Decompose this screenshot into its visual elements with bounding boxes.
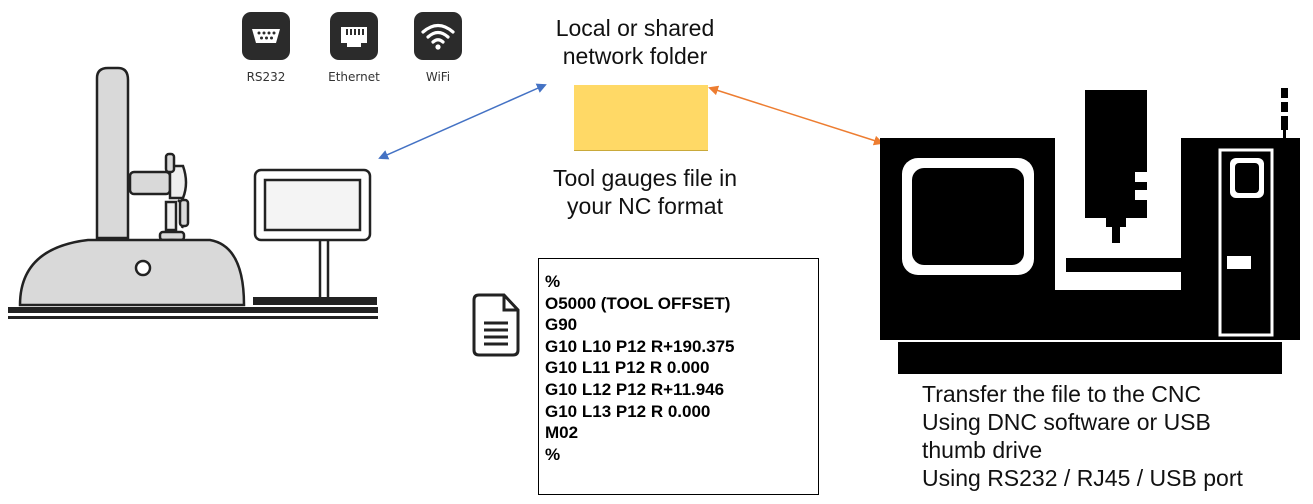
nc-code-line: % [545, 272, 561, 291]
transfer-line: thumb drive [922, 437, 1043, 463]
nc-code-line: M02 [545, 423, 579, 443]
nc-code-line: G10 L12 P12 R+11.946 [545, 379, 725, 399]
nc-code-line: O5000 (TOOL OFFSET) [545, 293, 731, 313]
file-caption: Tool gauges file in your NC format [500, 164, 790, 220]
nc-code-line: G10 L11 P12 R 0.000 [545, 358, 710, 378]
serial-port-icon [242, 12, 290, 60]
folder-icon [574, 85, 708, 151]
folder-caption: Local or shared network folder [500, 14, 770, 70]
presetter-folder-arrow [378, 83, 547, 160]
transfer-line: Using RS232 / RJ45 / USB port [922, 465, 1243, 491]
nc-code-line: G10 L10 P12 R+190.375 [545, 336, 735, 356]
rs232-label: RS232 [246, 70, 286, 84]
ethernet-port-icon [330, 12, 378, 60]
nc-code-line: G10 L13 P12 R 0.000 [545, 401, 711, 421]
nc-code-line: G90 [545, 315, 578, 335]
cnc-machine-illustration [880, 88, 1300, 374]
nc-code-line: % [545, 444, 561, 464]
file-caption-line2: your NC format [567, 193, 723, 219]
document-icon [472, 293, 520, 357]
folder-caption-line1: Local or shared [555, 15, 715, 41]
transfer-line: Using DNC software or USB [922, 409, 1211, 435]
folder-cnc-arrow [708, 85, 884, 146]
wifi-label: WiFi [425, 70, 451, 84]
wifi-icon [414, 12, 462, 60]
file-caption-line1: Tool gauges file in [552, 165, 738, 191]
ethernet-label: Ethernet [328, 70, 380, 84]
transfer-line: Transfer the file to the CNC [922, 381, 1202, 407]
tool-presetter-illustration [8, 66, 378, 319]
folder-caption-line2: network folder [562, 43, 708, 69]
